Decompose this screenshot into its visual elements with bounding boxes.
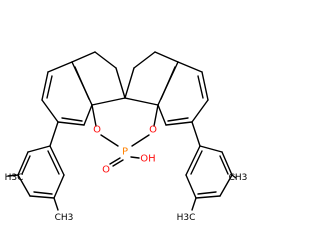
atom-labels: O O P O OH H3C CH3 CH3 H3C xyxy=(5,125,248,224)
bond-lines xyxy=(7,51,237,211)
oxygen-left-label: O xyxy=(93,125,101,136)
hydroxyl-label: OH xyxy=(140,154,155,165)
spirobiindane-phosphoric-acid-structure: O O P O OH H3C CH3 CH3 H3C xyxy=(5,51,248,224)
right-xylyl-ring xyxy=(185,121,237,211)
right-indane-benzene-ring xyxy=(157,61,209,126)
chemical-structure-canvas: O O P O OH H3C CH3 CH3 H3C xyxy=(4,51,248,224)
methyl-left-bottom-label: CH3 xyxy=(55,213,74,223)
oxygen-right-label: O xyxy=(149,125,157,136)
left-xylyl-ring xyxy=(7,121,65,211)
phosphorus-label: P xyxy=(122,147,128,158)
oxygen-double-bond-label: O xyxy=(102,165,110,176)
methyl-left-top-label: H3C xyxy=(5,173,24,183)
phosphate-ring-bonds xyxy=(91,104,159,167)
left-indane-benzene-ring xyxy=(41,61,93,126)
spiro-indane-rings xyxy=(71,51,179,106)
methyl-right-bottom-label: H3C xyxy=(177,213,196,223)
methyl-right-top-label: CH3 xyxy=(229,173,248,183)
